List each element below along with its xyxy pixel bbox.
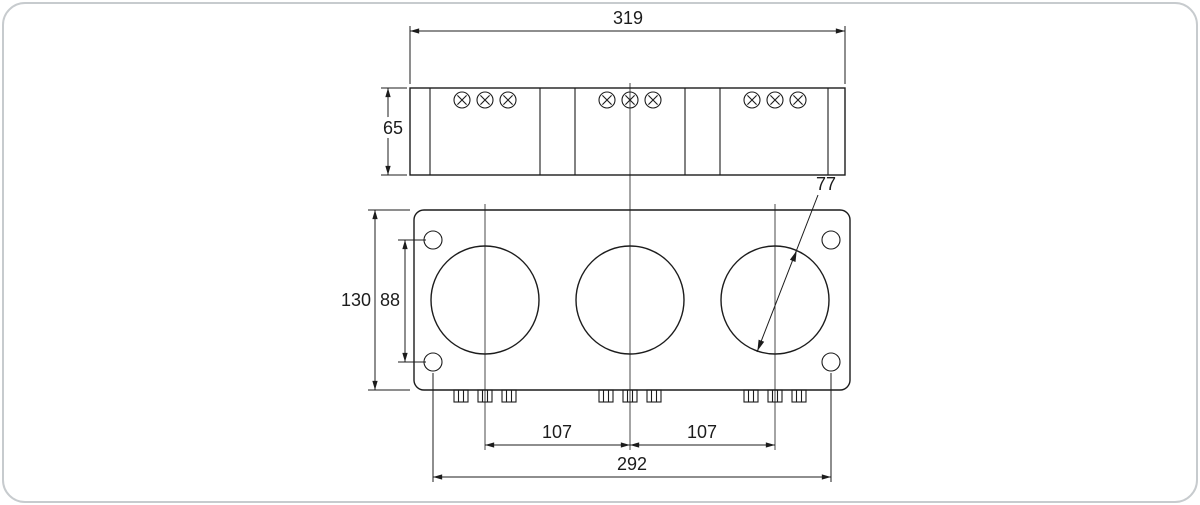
front-view [413,83,851,450]
dim-hole-pitch-right: 107 [630,422,775,448]
dim-front-height-label: 130 [341,290,371,310]
top-view-divisions [429,88,829,175]
top-view [409,87,846,176]
dim-hole-pitch-left: 107 [485,422,630,448]
leader-arrow [789,250,797,262]
dim-mount-horizontal-spacing-label: 292 [617,454,647,474]
dim-front-height: 130 [341,209,410,391]
mounting-hole [821,352,841,372]
dim-mount-horizontal-spacing: 292 [432,373,832,482]
leader-line [756,194,819,353]
dim-body-depth: 65 [379,87,407,176]
dim-hole-pitch-left-label: 107 [542,422,572,442]
dim-mount-vertical-spacing-label: 88 [380,290,400,310]
extension-lines [409,26,846,84]
top-view-body [409,87,846,176]
dim-overall-width-label: 319 [613,8,643,28]
extension-lines [432,373,832,482]
center-lines [484,83,776,450]
mounting-hole [821,230,841,250]
dim-body-depth-label: 65 [383,118,403,138]
dim-hole-pitch-right-label: 107 [687,422,717,442]
drawing-ink: 319 65 77 130 88 107 [341,8,851,482]
dim-hole-diameter-label: 77 [816,174,836,194]
dim-mount-vertical-spacing: 88 [380,239,426,363]
dim-hole-diameter: 77 [756,174,836,353]
leader-arrow [757,339,765,351]
dim-overall-width: 319 [409,8,846,84]
